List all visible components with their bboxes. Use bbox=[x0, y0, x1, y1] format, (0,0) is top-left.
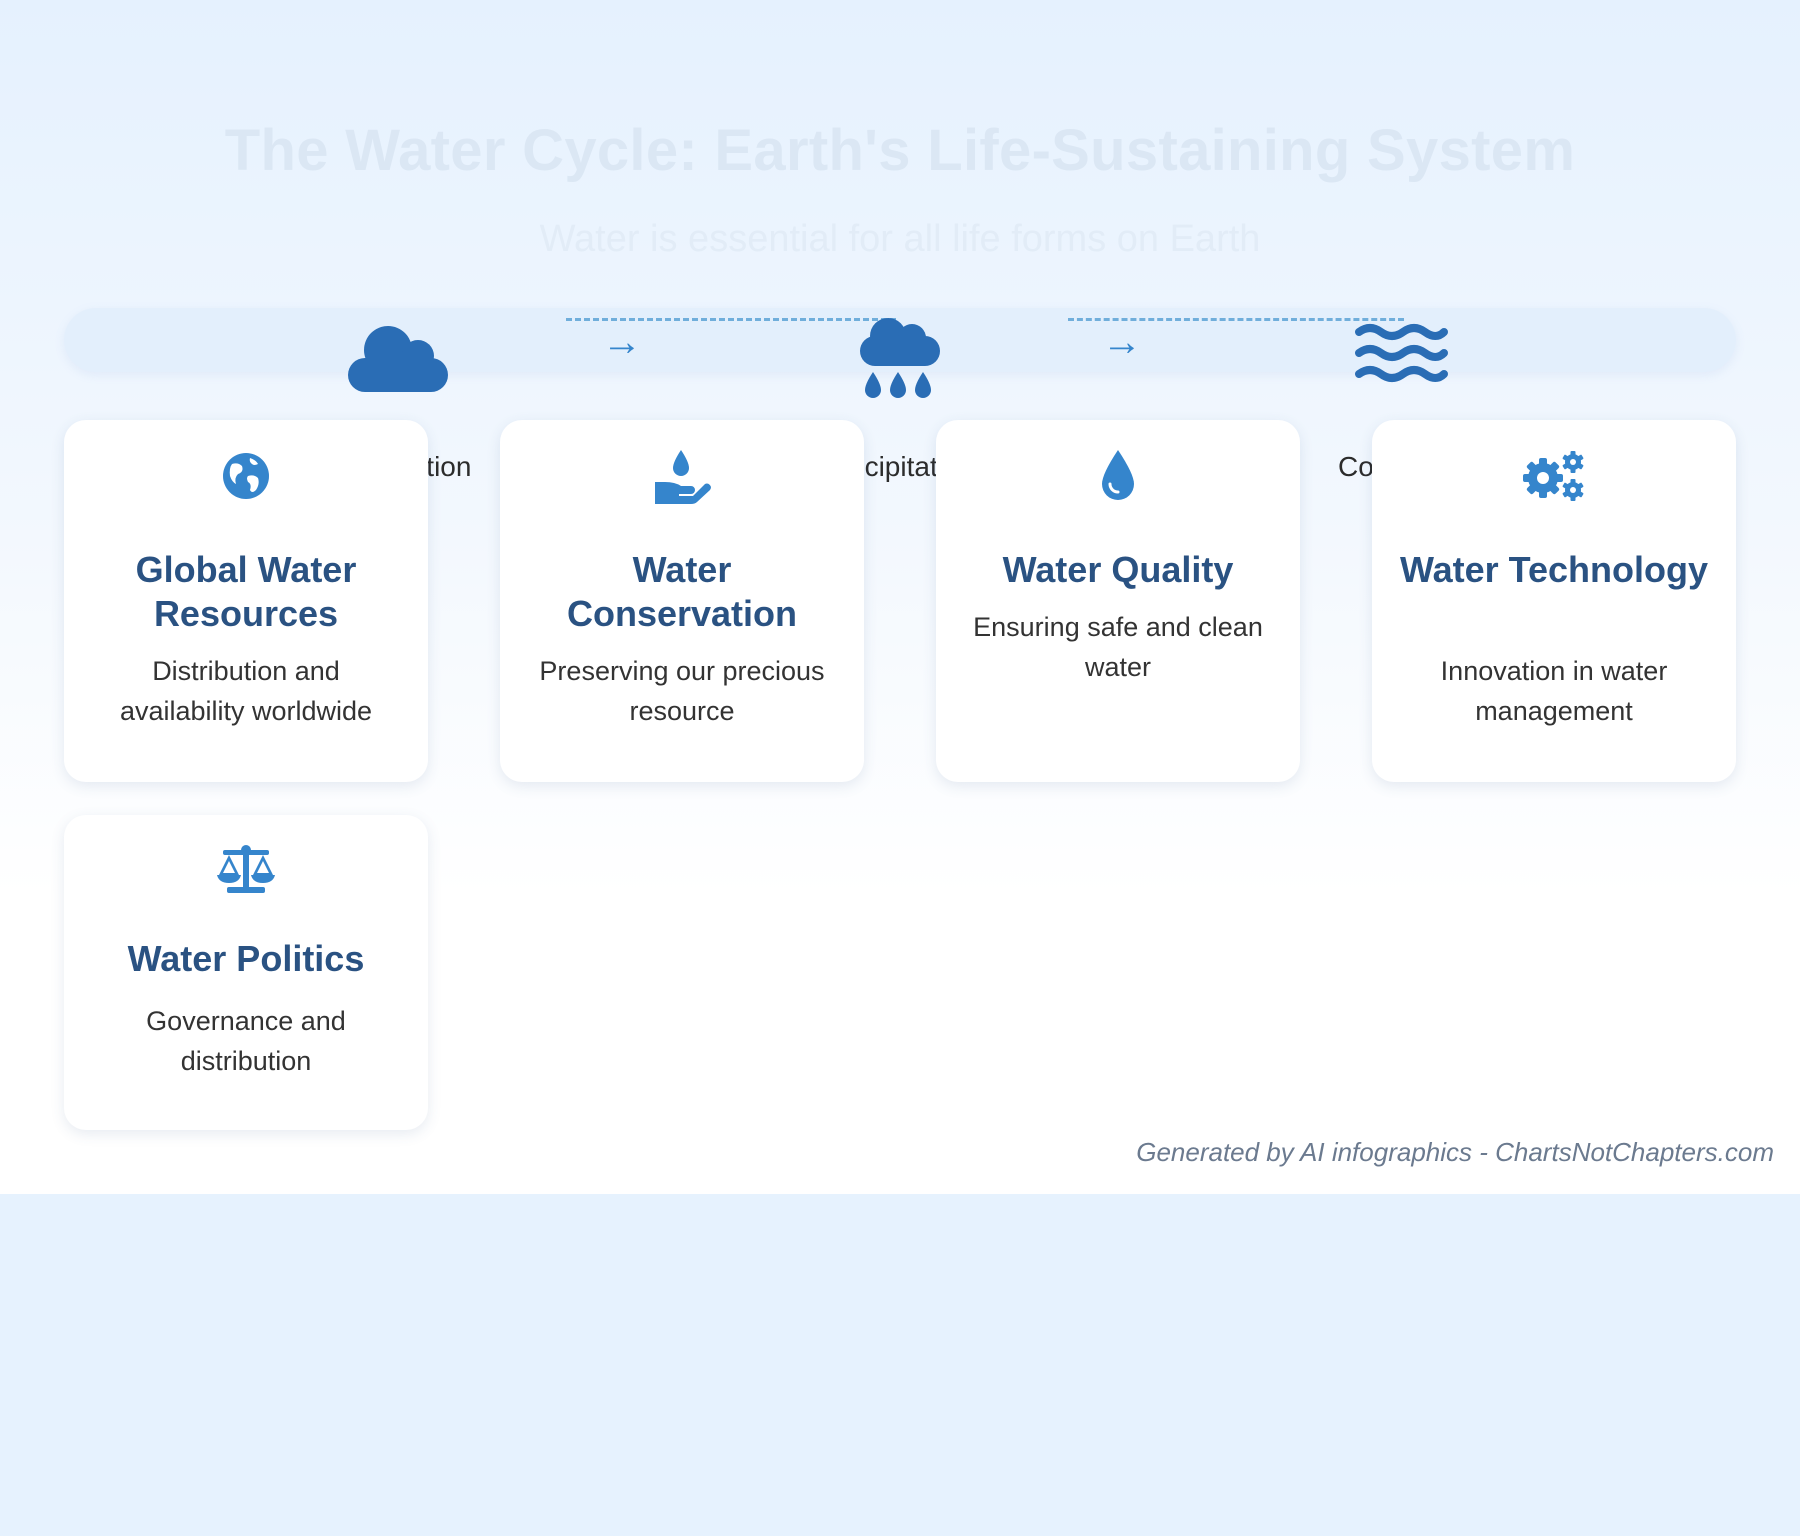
card-water-politics: Water Politics Governance and distributi… bbox=[64, 815, 428, 1130]
cycle-connector-line bbox=[566, 318, 896, 321]
card-description: Preserving our precious resource bbox=[539, 656, 825, 726]
cycle-arrow: → bbox=[602, 320, 642, 364]
card-title: Water Technology bbox=[1399, 549, 1709, 590]
card-global-water-resources: Global Water Resources Distribution and … bbox=[64, 420, 428, 782]
card-water-conservation: Water Conservation Preserving our precio… bbox=[500, 420, 864, 782]
cloud-icon bbox=[348, 326, 448, 392]
infographic-page: The Water Cycle: Earth's Life-Sustaining… bbox=[0, 0, 1800, 1194]
card-title: Water Conservation bbox=[566, 549, 798, 634]
cycle-connector-line bbox=[1068, 318, 1404, 321]
globe-icon bbox=[223, 453, 269, 499]
card-description: Innovation in water management bbox=[1440, 656, 1668, 726]
page-title: The Water Cycle: Earth's Life-Sustaining… bbox=[224, 118, 1576, 183]
rain-cloud-icon bbox=[860, 318, 940, 398]
card-description: Ensuring safe and clean water bbox=[973, 612, 1263, 682]
cycle-arrow: → bbox=[1102, 320, 1142, 364]
card-water-quality: Water Quality Ensuring safe and clean wa… bbox=[936, 420, 1300, 782]
card-title: Global Water Resources bbox=[135, 549, 357, 634]
gears-icon bbox=[1523, 451, 1584, 501]
hand-holding-droplet-icon bbox=[655, 450, 711, 504]
water-waves-icon bbox=[1355, 324, 1448, 382]
scale-balance-icon bbox=[217, 845, 275, 893]
card-title: Water Politics bbox=[127, 938, 365, 979]
card-title: Water Quality bbox=[1002, 549, 1234, 590]
droplet-icon bbox=[1102, 450, 1134, 500]
footer-credit: Generated by AI infographics - ChartsNot… bbox=[1136, 1137, 1774, 1167]
card-description: Governance and distribution bbox=[146, 1006, 346, 1076]
card-water-technology: Water Technology Innovation in water man… bbox=[1372, 420, 1736, 782]
card-description: Distribution and availability worldwide bbox=[119, 656, 373, 726]
page-subtitle: Water is essential for all life forms on… bbox=[539, 218, 1261, 260]
